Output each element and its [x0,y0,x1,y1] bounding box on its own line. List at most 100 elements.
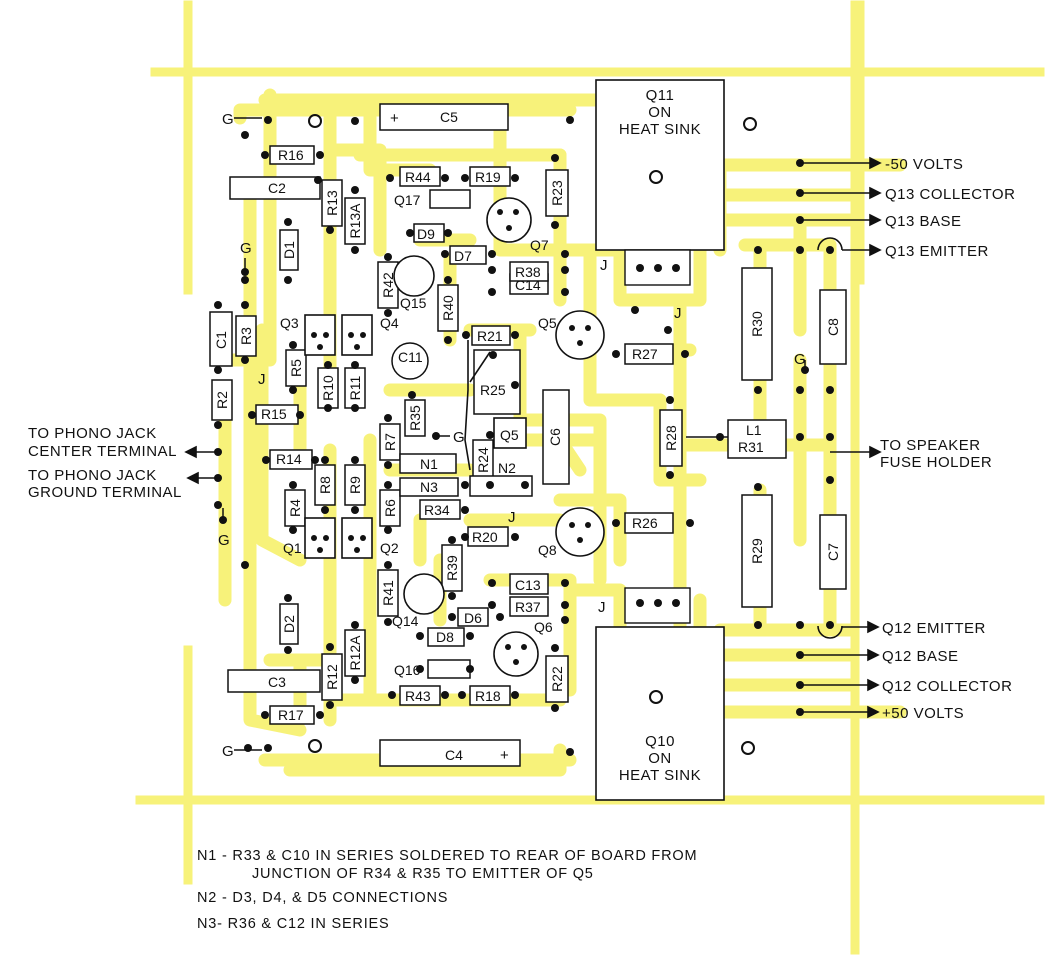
c7-label: C7 [825,543,841,561]
r30-label: R30 [749,311,765,337]
note-n1-line2: JUNCTION OF R34 & R35 TO EMITTER OF Q5 [252,866,594,882]
ground-label: G [240,240,252,257]
r43-label: R43 [405,688,431,704]
r41-label: R41 [380,580,396,606]
c6-label: C6 [547,428,563,446]
r28-label: R28 [663,425,679,451]
r3-label: R3 [238,327,254,345]
diode-labels: D1 D2 D9 D7 D6 D8 N1 N3 N2 [281,226,516,645]
heat-sink-q10-line2: ON [648,750,672,767]
r8-label: R8 [317,476,333,494]
mounting-holes [308,114,757,755]
q3-label: Q3 [280,315,299,331]
r38-label: R38 [515,264,541,280]
ground-label: G [222,111,234,128]
r20-label: R20 [472,529,498,545]
q1-label: Q1 [283,540,302,556]
ground-labels: G G G G G G [218,111,806,760]
r24-label: R24 [475,447,491,473]
c8-label: C8 [825,318,841,336]
phono-ground-label-line2: GROUND TERMINAL [28,484,182,501]
heat-sink-q11-line1: Q11 [646,87,675,104]
r7-label: R7 [382,433,398,451]
r12a-label: R12A [347,635,363,671]
q4-label: Q4 [380,315,399,331]
svg-text:+: + [390,110,399,127]
plus-50-volts-label: +50 VOLTS [882,705,964,722]
r34-label: R34 [424,502,450,518]
r4-label: R4 [287,499,303,517]
heat-sink-q10-line3: HEAT SINK [619,767,701,784]
jumper-label: J [508,509,516,526]
r26-label: R26 [632,515,658,531]
q5-label: Q5 [538,315,557,331]
phono-ground-label-line1: TO PHONO JACK [28,467,157,484]
q15-label: Q15 [400,295,427,311]
ground-markers [222,117,806,751]
r40-label: R40 [440,295,456,321]
right-connector-labels: -50 VOLTS Q13 COLLECTOR Q13 BASE Q13 EMI… [880,156,1015,722]
right-connector-arrows [686,156,882,719]
speaker-label-line2: FUSE HOLDER [880,454,992,471]
q12-emitter-label: Q12 EMITTER [882,620,986,637]
ground-label: G [453,429,465,446]
phono-center-label-line2: CENTER TERMINAL [28,443,177,460]
jumper-arcs [464,237,843,639]
svg-text:+: + [500,747,509,764]
r5-label: R5 [288,359,304,377]
r23-label: R23 [549,180,565,206]
q17-label: Q17 [394,192,421,208]
r13a-label: R13A [347,203,363,239]
r16-label: R16 [278,147,304,163]
n2-label: N2 [498,460,516,476]
q5b-label: Q5 [500,427,519,443]
l1-label: L1 [746,422,762,438]
n3-label: N3 [420,479,438,495]
r9-label: R9 [347,476,363,494]
ground-label: G [218,532,230,549]
jumper-labels: J J J J J [258,257,682,616]
r15-label: R15 [261,406,287,422]
d6-label: D6 [464,610,482,626]
solder-pads [214,116,834,756]
q13-emitter-label: Q13 EMITTER [885,243,989,260]
left-connector-arrows [184,445,218,485]
r2-label: R2 [214,391,230,409]
q6-label: Q6 [534,619,553,635]
q14-label: Q14 [392,613,419,629]
q7-label: Q7 [530,237,549,253]
r31-label: R31 [738,439,764,455]
d8-label: D8 [436,629,454,645]
c2-label: C2 [268,180,286,196]
d1-label: D1 [281,241,297,259]
left-connector-labels: TO PHONO JACK CENTER TERMINAL TO PHONO J… [28,425,182,501]
transistors [304,197,605,677]
r21-label: R21 [477,328,503,344]
q16-label: Q16 [394,662,421,678]
heat-sink-q11-line3: HEAT SINK [619,121,701,138]
r6-label: R6 [382,499,398,517]
r35-label: R35 [407,405,423,431]
r14-label: R14 [276,451,302,467]
phono-center-label-line1: TO PHONO JACK [28,425,157,442]
jumper-label: J [258,371,266,388]
c13-label: C13 [515,577,541,593]
note-n2: N2 - D3, D4, & D5 CONNECTIONS [197,890,449,906]
transistor-labels: Q7 Q15 Q17 Q5 Q5 Q8 Q14 Q6 Q16 Q3 Q4 Q1 … [280,192,557,678]
r44-label: R44 [405,169,431,185]
q12-base-label: Q12 BASE [882,648,959,665]
r18-label: R18 [475,688,501,704]
jumper-label: J [600,257,608,274]
c11-label: C11 [398,349,423,365]
note-n3: N3- R36 & C12 IN SERIES [197,916,390,932]
r37-label: R37 [515,599,541,615]
resistors [211,145,787,725]
heat-sink-q11: Q11 ON HEAT SINK [595,79,725,286]
q12-collector-label: Q12 COLLECTOR [882,678,1012,695]
n1-label: N1 [420,456,438,472]
c4-label: C4 [445,747,463,763]
jumper-label: J [598,599,606,616]
r10-label: R10 [320,375,336,401]
c1-label: C1 [213,331,229,349]
